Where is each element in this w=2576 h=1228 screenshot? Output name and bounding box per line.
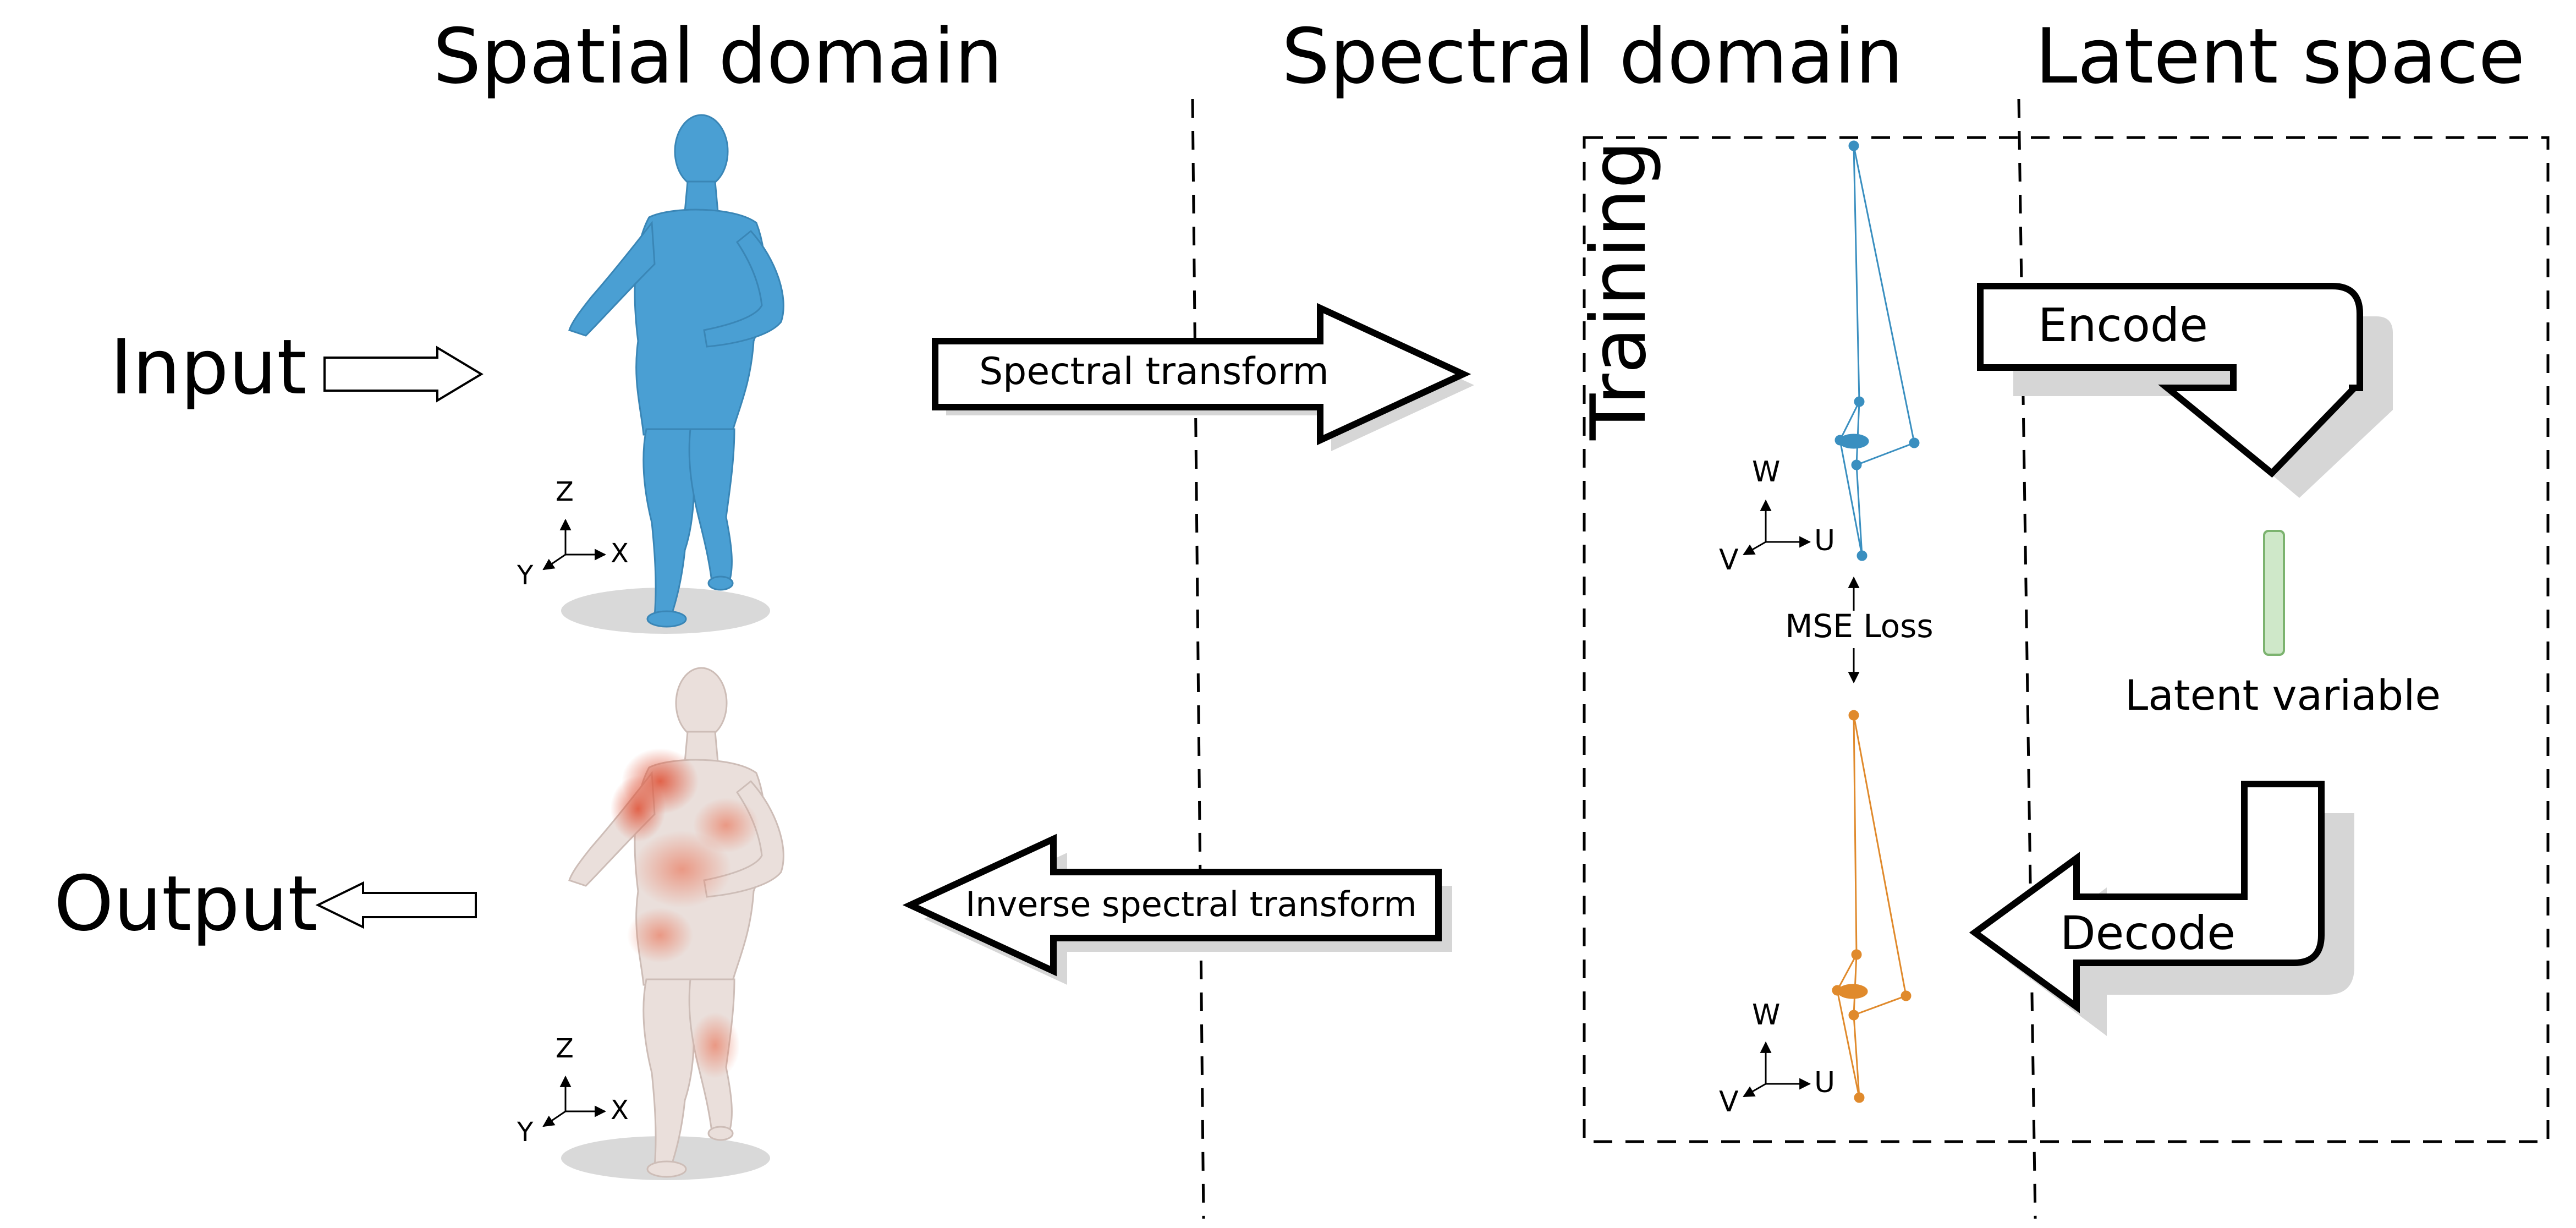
axis-x-label-output: X — [611, 1095, 629, 1126]
axis-y-label-input: Y — [517, 560, 534, 591]
heading-latent-space: Latent space — [2035, 12, 2525, 101]
output-body-mesh — [561, 667, 784, 1180]
output-heat-regions — [611, 748, 759, 1078]
latent-variable-bar — [2263, 530, 2285, 656]
heading-spatial-domain: Spatial domain — [433, 12, 1003, 101]
latent-variable-label: Latent variable — [2125, 671, 2441, 720]
encode-label: Encode — [2038, 298, 2208, 352]
heading-spectral-domain: Spectral domain — [1282, 12, 1903, 101]
spectral-skeleton-output — [1832, 710, 1912, 1103]
mse-loss-label: MSE Loss — [1785, 607, 1933, 645]
training-label: Training — [1574, 140, 1663, 441]
spectral-axes-input — [1743, 499, 1811, 556]
spectral-transform-label: Spectral transform — [979, 350, 1329, 393]
output-label: Output — [54, 859, 317, 948]
output-arrow — [315, 881, 477, 929]
spatial-axes-output — [542, 1075, 607, 1127]
training-box — [1583, 136, 2550, 1143]
separator-lines — [1191, 98, 2550, 1219]
input-label: Input — [110, 323, 306, 412]
axis-v-label-input: V — [1719, 544, 1739, 577]
input-body-mesh — [561, 114, 784, 634]
encode-arrow: Encode — [1977, 283, 2393, 498]
spectral-axes-output — [1743, 1041, 1811, 1098]
spectral-skeleton-input — [1834, 140, 1920, 561]
decode-arrow: Decode — [1969, 781, 2354, 1036]
axis-u-label-input: U — [1814, 524, 1835, 557]
axis-x-label-input: X — [611, 538, 629, 569]
spatial-axes-input — [542, 518, 607, 571]
inverse-spectral-transform-arrow: Inverse spectral transform — [902, 834, 1452, 985]
axis-z-label-input: Z — [556, 476, 574, 507]
inverse-spectral-transform-label: Inverse spectral transform — [965, 884, 1417, 924]
axis-v-label-output: V — [1719, 1086, 1739, 1119]
axis-w-label-input: W — [1752, 456, 1780, 489]
decode-label: Decode — [2060, 906, 2236, 960]
input-arrow — [323, 346, 484, 403]
axis-z-label-output: Z — [556, 1033, 574, 1064]
axis-w-label-output: W — [1752, 999, 1780, 1032]
divider-spectral-latent — [2017, 98, 2037, 1219]
spectral-transform-arrow: Spectral transform — [932, 303, 1474, 451]
divider-spatial-spectral — [1191, 98, 1205, 1219]
axis-y-label-output: Y — [517, 1117, 534, 1148]
axis-u-label-output: U — [1814, 1066, 1835, 1099]
